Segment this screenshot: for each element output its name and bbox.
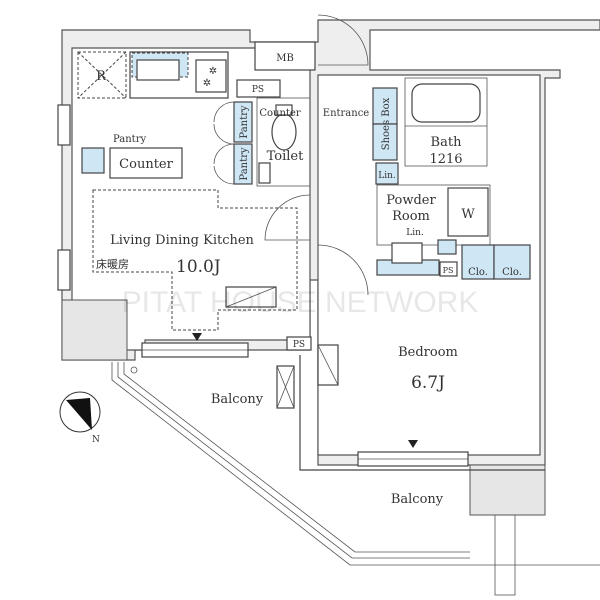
west-window-1 bbox=[57, 104, 71, 146]
bath-room bbox=[404, 77, 488, 167]
bedroom-size: 6.7J bbox=[411, 373, 445, 393]
burner-icon: ✲ bbox=[203, 78, 211, 89]
pantry-1-label: Pantry bbox=[239, 105, 250, 138]
pantry-2-label: Pantry bbox=[239, 147, 250, 180]
pantry-1 bbox=[233, 101, 253, 143]
refrigerator-label: R bbox=[96, 69, 107, 84]
entrance-name: Entrance bbox=[323, 108, 370, 119]
ps-powder-label: PS bbox=[443, 266, 454, 275]
ldk-size: 10.0J bbox=[176, 257, 221, 277]
balcony-railing bbox=[111, 355, 600, 596]
bath-name: Bath bbox=[431, 135, 463, 150]
bath-size: 1216 bbox=[429, 152, 462, 167]
north-label: N bbox=[92, 435, 100, 445]
washer bbox=[447, 187, 489, 237]
pantry-2 bbox=[233, 143, 253, 185]
compass-icon: N bbox=[59, 391, 101, 445]
shoes-box-lower bbox=[372, 123, 398, 161]
wash-basin bbox=[391, 242, 423, 264]
bedroom-window-marker bbox=[408, 440, 418, 448]
toilet-name: Toilet bbox=[267, 149, 304, 164]
toilet-bowl bbox=[271, 113, 297, 151]
refrigerator bbox=[77, 51, 127, 99]
ldk-name: Living Dining Kitchen bbox=[110, 233, 254, 248]
floor-heating-label: 床暖房 bbox=[96, 257, 129, 271]
bedroom-name: Bedroom bbox=[398, 345, 458, 360]
ldk-window-marker bbox=[192, 333, 202, 341]
floor-heating-area bbox=[92, 189, 298, 331]
linen-1 bbox=[375, 162, 399, 185]
bathtub bbox=[411, 83, 481, 123]
shoes-box-label: Shoes Box bbox=[381, 97, 392, 150]
meter-box bbox=[254, 41, 316, 71]
closet-1-label: Clo. bbox=[468, 267, 488, 278]
balcony-south-name: Balcony bbox=[391, 492, 444, 507]
linen-1-label: Lin. bbox=[378, 171, 396, 181]
meter-box-label: MB bbox=[276, 53, 294, 64]
powder-room-label-2: Room bbox=[392, 209, 430, 224]
ps-top-label: PS bbox=[252, 85, 264, 95]
closet-1 bbox=[461, 244, 495, 280]
ps-ldk-label: PS bbox=[293, 340, 305, 350]
counter-ldk-label: Counter bbox=[119, 157, 173, 172]
linen-2-label: Lin. bbox=[406, 228, 424, 238]
stove bbox=[195, 59, 227, 93]
linen-2 bbox=[437, 239, 457, 255]
pantry-ldk-label: Pantry bbox=[113, 134, 146, 145]
west-window-2 bbox=[57, 249, 71, 291]
toilet-room bbox=[256, 97, 311, 187]
burner-icon: ✲ bbox=[209, 66, 217, 77]
closet-2 bbox=[493, 244, 531, 280]
watermark: PITAT HOUSE NETWORK bbox=[122, 286, 479, 319]
pantry-ldk bbox=[81, 147, 105, 174]
counter-toilet-label: Counter bbox=[259, 108, 300, 119]
counter-ldk bbox=[109, 147, 183, 179]
closet-2-label: Clo. bbox=[502, 267, 522, 278]
shoes-box-upper bbox=[372, 87, 398, 125]
washer-label: W bbox=[461, 207, 475, 222]
powder-room bbox=[376, 184, 491, 246]
powder-room-label-1: Powder bbox=[386, 193, 436, 208]
balcony-west-name: Balcony bbox=[211, 392, 264, 407]
